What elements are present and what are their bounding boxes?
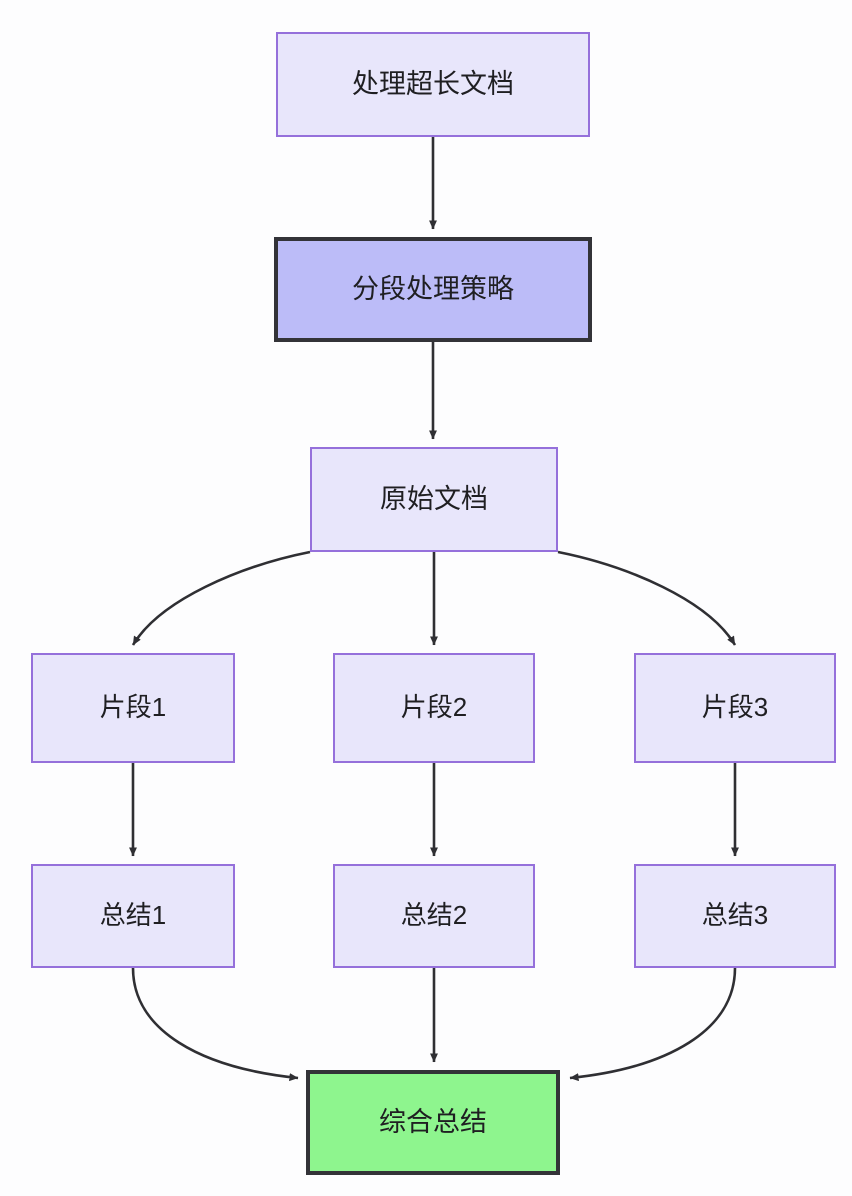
edge-n3-n4 [131,550,311,646]
node-label: 总结1 [99,900,167,931]
edge-n9-n10 [569,967,737,1082]
node-label: 片段1 [99,692,167,723]
node-chunking-strategy[interactable]: 分段处理策略 [274,237,592,342]
node-label: 片段2 [400,692,468,723]
node-summary-2[interactable]: 总结2 [333,864,535,968]
node-segment-3[interactable]: 片段3 [634,653,836,763]
node-label: 分段处理策略 [352,274,514,305]
node-segment-1[interactable]: 片段1 [31,653,235,763]
node-label: 片段3 [701,692,769,723]
node-label: 原始文档 [380,484,488,515]
node-process-long-document[interactable]: 处理超长文档 [276,32,590,137]
node-label: 综合总结 [379,1107,487,1138]
node-summary-1[interactable]: 总结1 [31,864,235,968]
node-label: 处理超长文档 [352,69,514,100]
node-label: 总结2 [400,900,468,931]
node-segment-2[interactable]: 片段2 [333,653,535,763]
node-label: 总结3 [701,900,769,931]
node-original-document[interactable]: 原始文档 [310,447,558,552]
edge-n7-n10 [131,967,299,1082]
node-comprehensive-summary[interactable]: 综合总结 [306,1070,560,1175]
edge-n3-n6 [557,550,737,646]
node-summary-3[interactable]: 总结3 [634,864,836,968]
